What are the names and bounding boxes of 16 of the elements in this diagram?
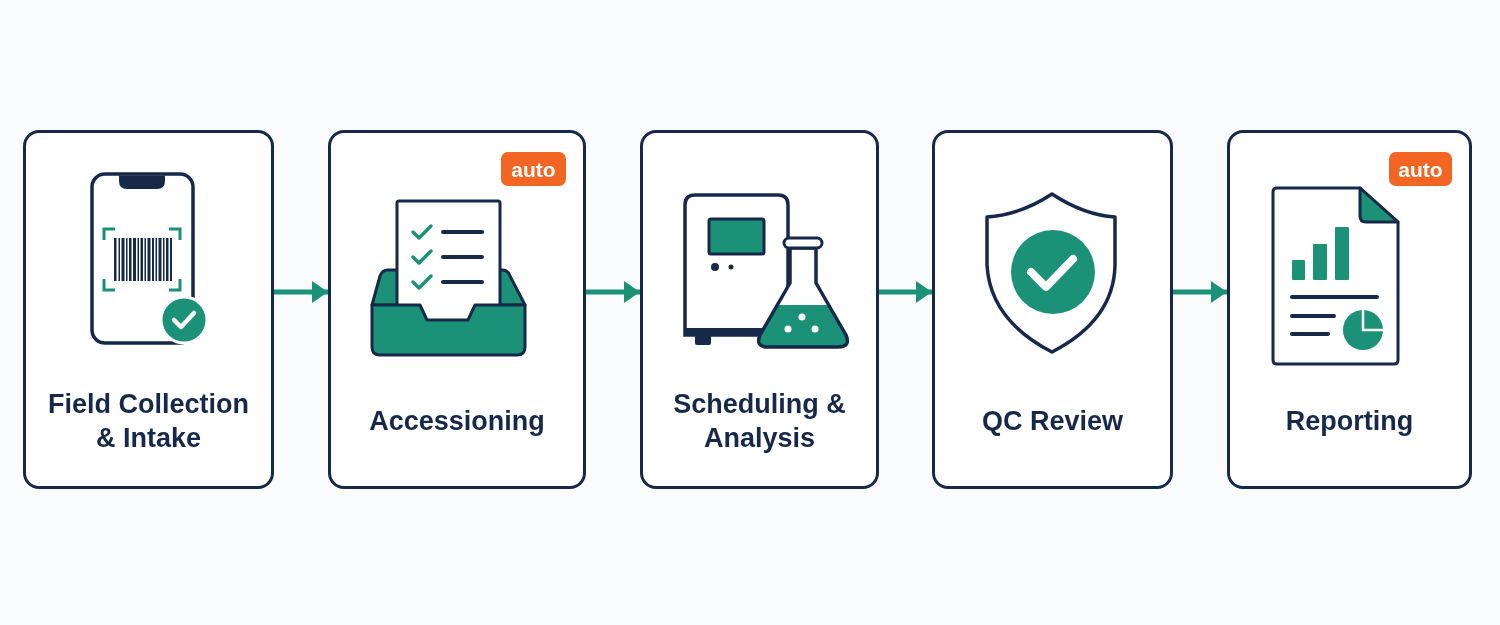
status-badge: auto (1389, 152, 1452, 186)
step-label: Accessioning (369, 405, 545, 438)
step-label: Scheduling & Analysis (672, 388, 847, 455)
process-step-card (23, 130, 274, 489)
arrow (586, 281, 640, 303)
process-step-card (640, 130, 879, 489)
arrow (274, 281, 328, 303)
status-badge: auto (501, 152, 566, 186)
process-step-card (1227, 130, 1472, 489)
arrow (1173, 281, 1227, 303)
step-label: Reporting (1285, 405, 1414, 438)
process-step-card (932, 130, 1173, 489)
step-label: Field Collection & Intake (47, 388, 250, 455)
step-label: QC Review (981, 405, 1124, 438)
process-step-card (328, 130, 586, 489)
arrow (879, 281, 932, 303)
